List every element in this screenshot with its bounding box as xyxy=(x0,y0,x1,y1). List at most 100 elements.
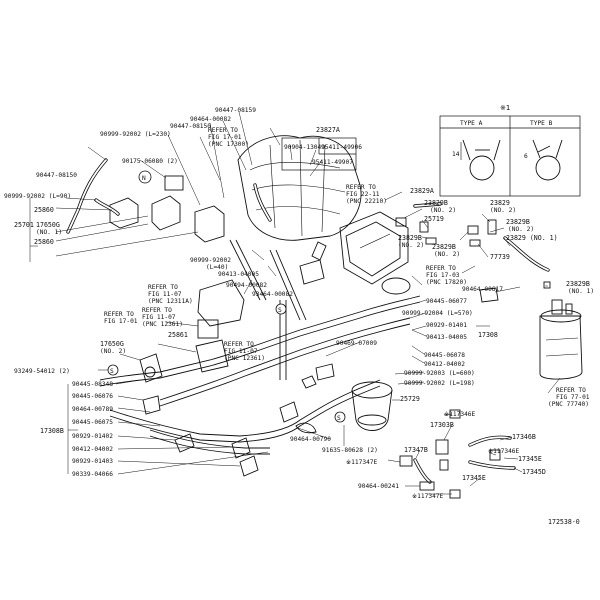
refer-12361b-line2: FIG 11-07 xyxy=(224,348,258,355)
label-90464-00789: 90464-00789 xyxy=(72,406,113,413)
label-90445-06076: 90445-06076 xyxy=(72,393,113,400)
label-23829B-m-sub: (NO. 2) xyxy=(434,251,460,258)
label-90999-92002-l90: 90999-92002 (L=90) xyxy=(4,193,71,200)
label-23829B-no1-sub: (NO. 1) xyxy=(568,288,594,295)
label-117346E-top: ※117346E xyxy=(444,411,476,418)
refer-77740-line3: (PNC 77740) xyxy=(548,401,589,408)
circle-s2-label: S xyxy=(337,415,341,422)
refer-77740-line2: FIG 77-01 xyxy=(556,394,590,401)
label-90999-92002-l40-sub: (L=40) xyxy=(206,264,228,271)
refer-77740-line1: REFER TO xyxy=(556,387,586,394)
vacuum-switching-valve: N xyxy=(109,170,225,243)
throttle-body xyxy=(339,211,411,295)
label-90175-06080: 90175-06080 (2) xyxy=(122,158,178,165)
vacuum-filter-25729: S S S xyxy=(107,303,393,431)
label-77739: 77739 xyxy=(490,253,510,261)
clamp-type-inset: ※1 TYPE A TYPE B 14 6 xyxy=(439,104,581,197)
label-90999-92004: 90999-92004 (L=570) xyxy=(402,310,473,317)
label-23829B-a: 23829B xyxy=(424,199,448,207)
label-90999-92002-l40: 90999-92002 xyxy=(190,257,231,264)
label-95411-49907: 95411-49907 xyxy=(312,159,353,166)
circle-s-marker-1 xyxy=(275,303,287,315)
label-90447-08150-left: 90447-08150 xyxy=(36,172,77,179)
label-23829B-a-sub: (NO. 2) xyxy=(430,207,456,214)
label-25861: 25861 xyxy=(168,331,188,339)
label-95411-49906: 95411-49906 xyxy=(321,144,362,151)
label-90999-92003: 90999-92003 (L=600) xyxy=(404,370,475,377)
circle-n-label: N xyxy=(142,175,146,182)
label-117347E-bottom: ※117347E xyxy=(412,493,444,500)
figure-id: 172538-0 xyxy=(548,518,580,526)
label-90929-01401: 90929-01401 xyxy=(426,322,467,329)
charcoal-canister xyxy=(539,299,583,380)
refer-22210-line2: FIG 22-11 xyxy=(346,191,380,198)
refer-12311-line2: FIG 11-07 xyxy=(148,291,182,298)
label-90413-04005-a: 90413-04005 xyxy=(218,271,259,278)
label-25860-bot: 25860 xyxy=(34,238,54,246)
inset-note: ※1 xyxy=(500,104,510,112)
label-91635-80628: 91635-80628 (2) xyxy=(322,447,378,454)
label-17346B: 17346B xyxy=(512,433,536,441)
label-23829B-l-sub: (NO. 2) xyxy=(398,242,424,249)
label-17308B: 17308B xyxy=(40,427,64,435)
engine-intake-assembly xyxy=(237,135,411,295)
label-90469-07009: 90469-07009 xyxy=(336,340,377,347)
label-90999-92002-l230: 90999-92002 (L=230) xyxy=(100,131,171,138)
label-90445-06075: 90445-06075 xyxy=(72,419,113,426)
label-90445-06078: 90445-06078 xyxy=(424,352,465,359)
refer-12361-line2: FIG 11-07 xyxy=(142,314,176,321)
part-number-labels: 90447-08159 90464-00082 90447-08150 9099… xyxy=(4,107,594,526)
label-90447-08150-top: 90447-08150 xyxy=(170,123,211,130)
leader-lines xyxy=(29,111,561,495)
refer-12311-line1: REFER TO xyxy=(148,284,178,291)
label-17303B: 17303B xyxy=(430,421,454,429)
label-90929-01402: 90929-01402 xyxy=(72,433,113,440)
refer-17300-line2: FIG 17-01 xyxy=(208,134,242,141)
refer-22210-line1: REFER TO xyxy=(346,184,376,191)
fittings-right xyxy=(395,217,551,303)
label-25860-top: 25860 xyxy=(34,206,54,214)
refer-17300-line3: (PNC 17300) xyxy=(208,141,249,148)
label-90464-00241: 90464-00241 xyxy=(358,483,399,490)
label-23829-no2-sub: (NO. 2) xyxy=(490,207,516,214)
clamp-type-a-icon: 14 xyxy=(452,139,501,181)
label-90412-04002-r: 90412-04002 xyxy=(424,361,465,368)
refer-12311-line3: (PNC 12311A) xyxy=(148,298,193,305)
label-23829B-no1: 23829B xyxy=(566,280,590,288)
label-90929-01403: 90929-01403 xyxy=(72,458,113,465)
label-93249-54012: 93249-54012 (2) xyxy=(14,368,70,375)
label-90447-08159: 90447-08159 xyxy=(215,107,256,114)
label-17650G-no2: 17650G xyxy=(100,340,124,348)
label-25729: 25729 xyxy=(400,395,420,403)
circle-s1-label: S xyxy=(278,307,282,314)
label-17650G-no1-sub: (NO. 1) xyxy=(36,229,62,236)
label-90494-00082: 90494-00082 xyxy=(226,282,267,289)
label-23829A: 23829A xyxy=(410,187,434,195)
label-23829-no1: 23829 (NO. 1) xyxy=(506,234,558,242)
label-90339-04066: 90339-04066 xyxy=(72,471,113,478)
refer-17300-line1: REFER TO xyxy=(208,127,238,134)
refer-17820-line1: REFER TO xyxy=(426,265,456,272)
circle-s3-label: S xyxy=(110,368,114,375)
refer-12361-line3: (PNC 12361) xyxy=(142,321,183,328)
type-a-dim: 14 xyxy=(452,151,460,158)
refer-17820-line3: (PNC 17820) xyxy=(426,279,467,286)
refer-12361b-line3: (PNC 12361) xyxy=(224,355,265,362)
clamp-type-b-icon: 6 xyxy=(524,139,563,181)
label-17347B: 17347B xyxy=(404,446,428,454)
mount-bracket-parts xyxy=(139,241,335,383)
refer-12361-line1: REFER TO xyxy=(142,307,172,314)
type-b-label: TYPE B xyxy=(530,120,553,127)
label-25719: 25719 xyxy=(424,215,444,223)
circle-n-marker xyxy=(138,170,152,184)
label-23829B-r-sub: (NO. 2) xyxy=(508,226,534,233)
label-17345D: 17345D xyxy=(522,468,546,476)
label-90445-08348: 90445-08348 xyxy=(72,381,113,388)
label-17650G-no2-sub: (NO. 2) xyxy=(100,348,126,355)
label-17345E-bottom: 17345E xyxy=(462,474,486,482)
refer-1791-line1: REFER TO xyxy=(104,311,134,318)
type-b-dim: 6 xyxy=(524,153,528,160)
label-90464-00082-top: 90464-00082 xyxy=(190,116,231,123)
label-117347E-left: ※117347E xyxy=(346,459,378,466)
